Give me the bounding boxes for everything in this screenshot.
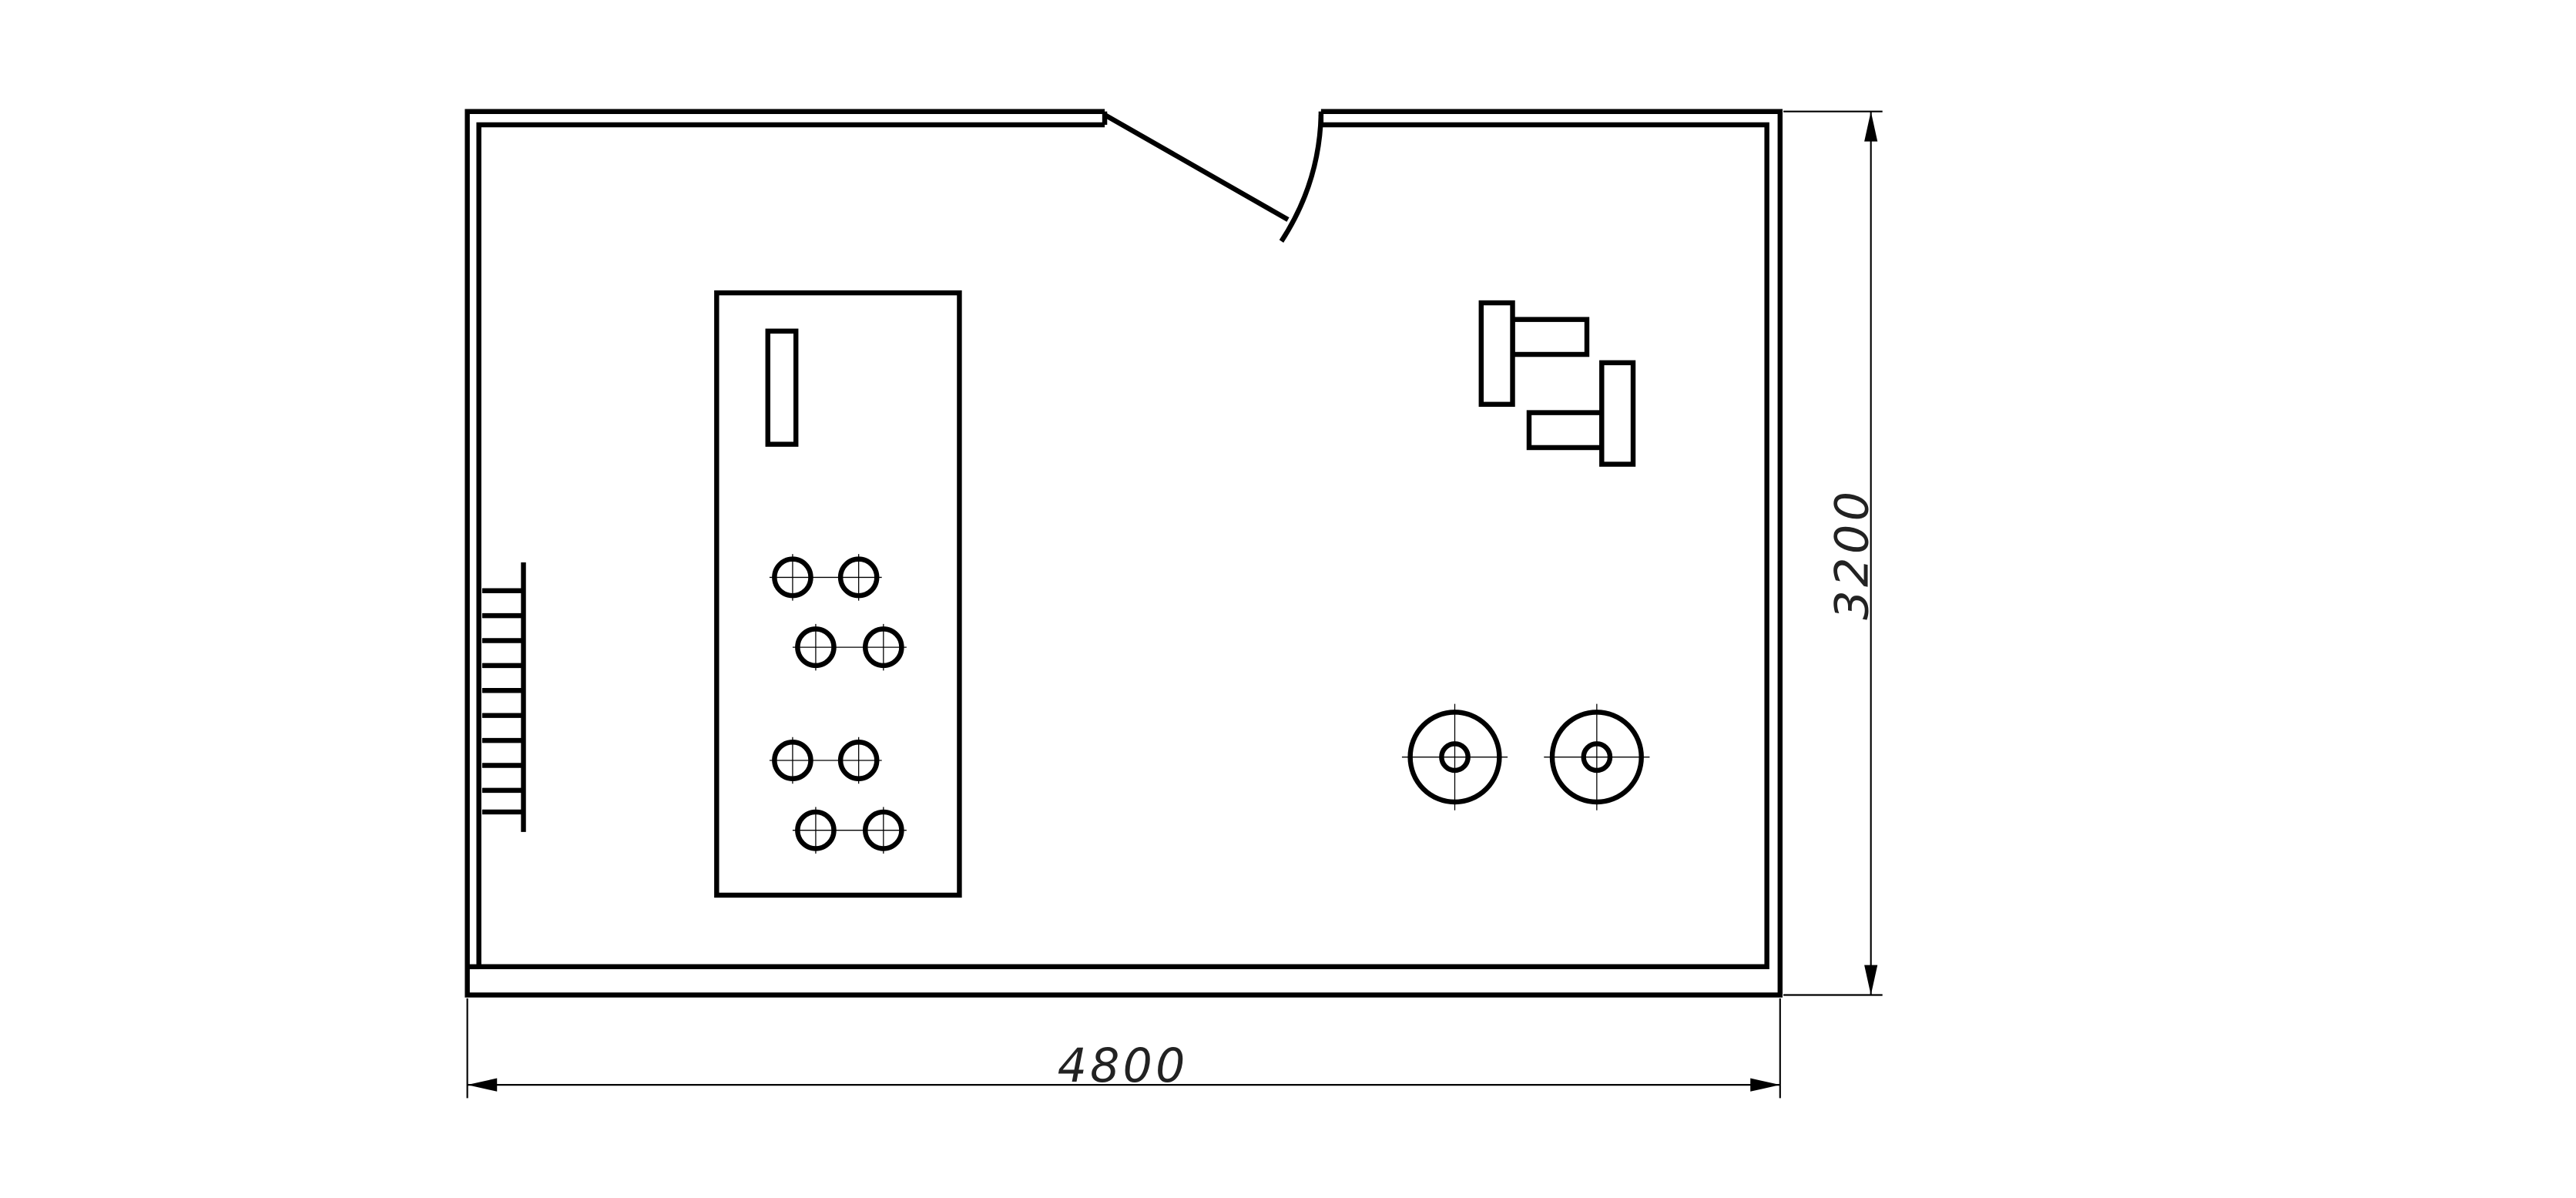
door-leaf (1103, 112, 1290, 222)
arrow-right (1750, 1078, 1780, 1092)
burner-centerlines (769, 554, 907, 854)
height-dimension-label: 3200 (1826, 488, 1880, 620)
arrow-bottom (1864, 965, 1878, 995)
door-swing-arc (1279, 114, 1324, 243)
block-horizontal-bottom (1526, 410, 1605, 451)
outer-wall (465, 109, 1783, 998)
table-outline (714, 290, 962, 898)
arrow-top (1864, 111, 1878, 142)
inner-wall (476, 122, 1769, 970)
dimension-width (466, 998, 1781, 1099)
block-vertical-top (1478, 300, 1515, 408)
radiator (481, 562, 526, 832)
room-walls (465, 109, 1783, 998)
width-dimension-label: 4800 (1058, 1039, 1189, 1093)
block-vertical-bottom (1599, 360, 1636, 467)
small-furniture (1478, 300, 1636, 467)
stool-centerlines (1401, 703, 1650, 810)
large-table (714, 290, 962, 898)
block-horizontal-top (1510, 317, 1590, 357)
door (1103, 112, 1324, 243)
table-small-rect (765, 328, 799, 447)
arrow-left (467, 1078, 498, 1092)
dimension-height (1783, 110, 1883, 996)
burner-groups (772, 556, 904, 851)
